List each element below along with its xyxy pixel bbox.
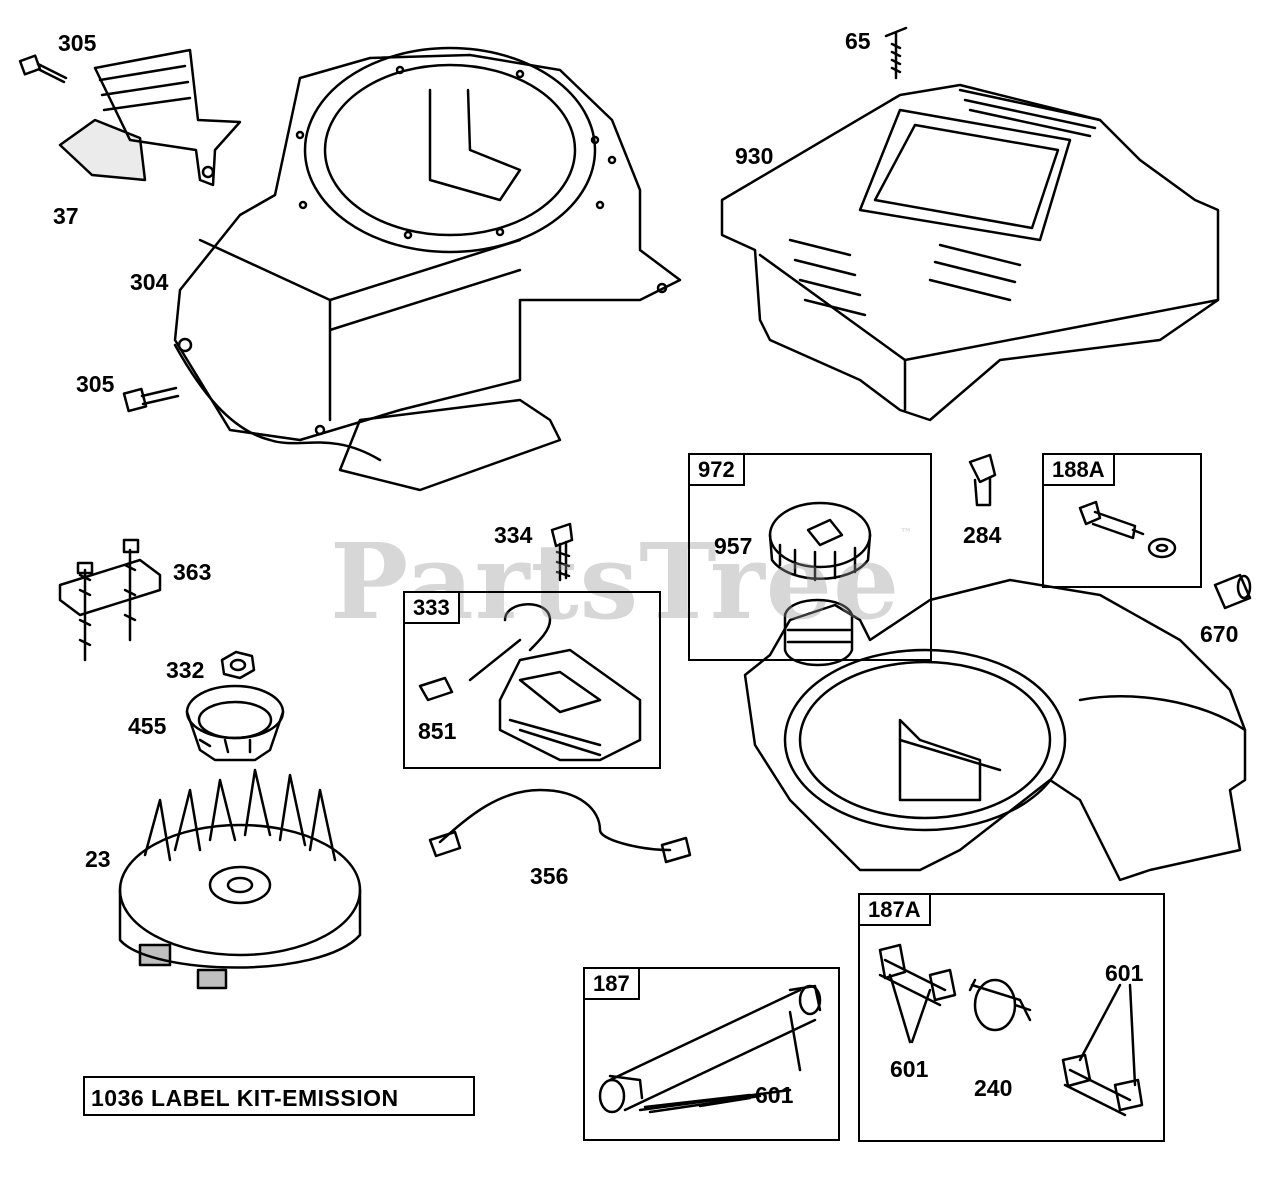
callout-363: 363 bbox=[173, 559, 212, 585]
callout-23: 23 bbox=[85, 846, 111, 872]
callout-601-187a-right: 601 bbox=[1105, 960, 1144, 986]
parts-188a bbox=[1078, 500, 1177, 559]
screw-305-top bbox=[18, 54, 68, 84]
callout-240: 240 bbox=[974, 1075, 1013, 1101]
label-kit-emission: 1036 LABEL KIT-EMISSION bbox=[83, 1076, 475, 1116]
kit-box-188a: 188A bbox=[1042, 453, 1202, 588]
kit-box-972: 972 bbox=[688, 453, 932, 661]
cup-455 bbox=[185, 684, 285, 762]
blower-housing-304 bbox=[173, 46, 682, 492]
callout-305-top: 305 bbox=[58, 30, 97, 56]
fuel-line-187 bbox=[598, 984, 822, 1114]
callout-304: 304 bbox=[130, 269, 169, 295]
leader-601-187 bbox=[643, 1093, 752, 1109]
fuel-cap-957 bbox=[768, 501, 872, 582]
kit-box-333: 333 bbox=[403, 591, 661, 769]
screw-65 bbox=[884, 26, 908, 80]
kit-tab-972: 972 bbox=[690, 455, 745, 486]
fitting-284 bbox=[968, 453, 997, 507]
ignition-coil-333 bbox=[418, 603, 642, 762]
engine-cover-930 bbox=[720, 83, 1220, 422]
callout-334: 334 bbox=[494, 522, 533, 548]
callout-670: 670 bbox=[1200, 621, 1239, 647]
callout-851: 851 bbox=[418, 718, 457, 744]
air-guide-37 bbox=[58, 48, 242, 187]
flywheel-23 bbox=[118, 768, 362, 990]
callout-284: 284 bbox=[963, 522, 1002, 548]
callout-455: 455 bbox=[128, 713, 167, 739]
callout-957: 957 bbox=[714, 533, 753, 559]
bushing-670 bbox=[1213, 573, 1252, 610]
screw-334 bbox=[550, 522, 574, 582]
callout-601-187a-left: 601 bbox=[890, 1056, 929, 1082]
screw-305-bottom bbox=[122, 386, 180, 413]
callout-930: 930 bbox=[735, 143, 774, 169]
nut-332 bbox=[220, 650, 256, 680]
kit-tab-187a: 187A bbox=[860, 895, 931, 926]
callout-332: 332 bbox=[166, 657, 205, 683]
kit-tab-333: 333 bbox=[405, 593, 460, 624]
callout-65: 65 bbox=[845, 28, 871, 54]
callout-601-187: 601 bbox=[755, 1082, 794, 1108]
terminal-block-363 bbox=[58, 538, 162, 662]
kit-box-187: 187 bbox=[583, 967, 840, 1141]
kit-box-187a: 187A bbox=[858, 893, 1165, 1142]
callout-305-bottom: 305 bbox=[76, 371, 115, 397]
kit-tab-188a: 188A bbox=[1044, 455, 1115, 486]
wire-356 bbox=[428, 788, 692, 864]
kit-tab-187: 187 bbox=[585, 969, 640, 1000]
fuel-line-set-187a bbox=[878, 943, 1144, 1117]
callout-356: 356 bbox=[530, 863, 569, 889]
callout-37: 37 bbox=[53, 203, 79, 229]
